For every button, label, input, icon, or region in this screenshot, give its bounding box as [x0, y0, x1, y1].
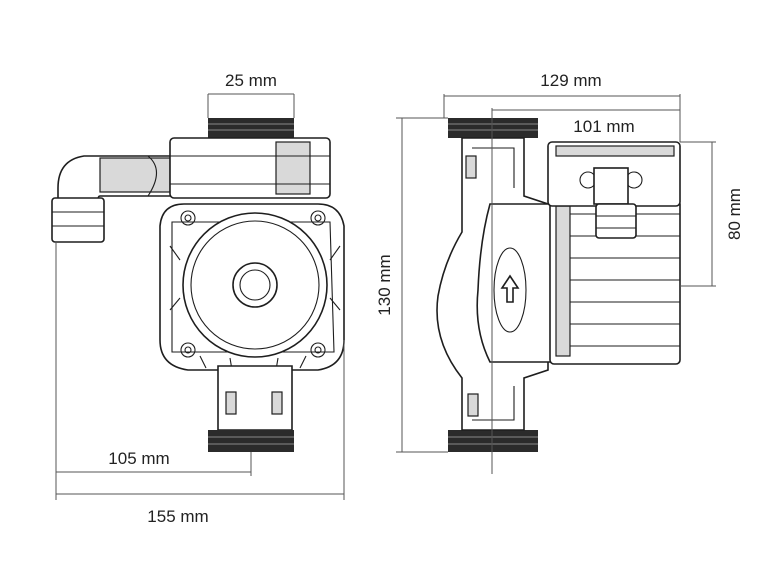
bottom-thread — [208, 430, 294, 452]
dimension-130mm: 130 mm — [375, 254, 394, 315]
side-pump-body — [436, 137, 557, 431]
lower-pipe — [217, 365, 293, 431]
motor-housing — [549, 199, 681, 365]
terminal-box — [169, 137, 331, 199]
side-top-thread — [448, 118, 538, 138]
side-view: 129 mm 101 mm 130 mm 80 mm — [375, 71, 744, 474]
top-thread — [208, 118, 294, 138]
elbow-connector — [51, 155, 175, 243]
pump-housing — [159, 203, 345, 371]
dimension-25mm: 25 mm — [225, 71, 277, 90]
side-terminal-box — [547, 141, 681, 239]
flow-arrow-icon — [500, 274, 520, 303]
dimension-101mm: 101 mm — [573, 117, 634, 136]
dimension-80mm: 80 mm — [725, 188, 744, 240]
side-bottom-thread — [448, 430, 538, 452]
dimension-129mm: 129 mm — [540, 71, 601, 90]
dimension-105mm: 105 mm — [108, 449, 169, 468]
dimension-155mm: 155 mm — [147, 507, 208, 526]
front-view: 25 mm 105 mm 155 mm — [51, 71, 345, 526]
